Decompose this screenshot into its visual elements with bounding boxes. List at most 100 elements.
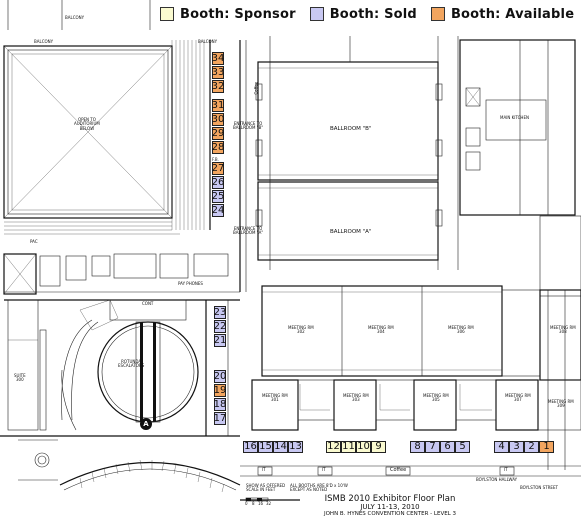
booth-20[interactable]: 20 [214,370,226,383]
booth-29[interactable]: 29 [212,127,224,140]
sponsor-swatch [160,7,174,21]
booth-14[interactable]: 14 [273,441,288,453]
scale-note: SHOW AS OFFERED SCALE IN FEET [246,483,286,493]
booth-32[interactable]: 32 [212,80,224,93]
auditorium-seating-right [171,40,205,230]
coffee-label-bottom: Coffee [390,467,407,473]
booth-number: 21 [213,334,227,346]
booth-10[interactable]: 10 [356,441,371,453]
meeting-room-308-label: MEETING RM 308 [550,325,576,335]
booth-8[interactable]: 8 [410,441,425,453]
booth-6[interactable]: 6 [440,441,455,453]
structure-lines [0,0,581,502]
meeting-room-305-label: MEETING RM 305 [423,393,449,403]
booth-number: 22 [213,320,227,332]
booth-number: 33 [211,66,225,78]
it-label-mid: IT [322,467,326,472]
booth-number: 13 [289,441,302,452]
booth-26[interactable]: 26 [212,176,224,189]
booth-19[interactable]: 19 [214,384,226,397]
booth-28[interactable]: 28 [212,141,224,154]
coffee-label-top: Coffee [253,81,259,95]
booth-number: 25 [211,190,225,202]
meeting-room-301-label: MEETING RM 301 [262,393,288,403]
location-marker-a: A [140,418,152,430]
legend: Booth: Sponsor Booth: Sold Booth: Availa… [160,4,574,24]
ballroom-b-label: BALLROOM "B" [330,126,372,132]
cont-label: CONT [142,301,154,306]
booth-number: 20 [213,370,227,382]
booth-number: 29 [211,127,225,139]
balcony-label-right: BALCONY [198,39,218,44]
booth-30[interactable]: 30 [212,113,224,126]
booth-23[interactable]: 23 [214,306,226,319]
scale-tick-16: 16 [258,501,264,506]
plan-dates: JULY 11-13, 2010 [360,502,420,511]
booth-2[interactable]: 2 [524,441,539,453]
meeting-room-304-label: MEETING RM 304 [368,325,394,335]
booth-21[interactable]: 21 [214,334,226,347]
entrance-b-label: ENTRANCE TO BALLROOM "B" [233,121,264,131]
booth-18[interactable]: 18 [214,398,226,411]
scale-tick-8: 8 [252,501,255,506]
booth-16[interactable]: 16 [243,441,258,453]
boylston-street-label: BOYLSTON STREET [520,485,558,490]
booth-1[interactable]: 1 [539,441,554,453]
booth-5[interactable]: 5 [455,441,470,453]
booth-number: 2 [528,441,535,452]
plan-venue: JOHN B. HYNES CONVENTION CENTER - LEVEL … [323,511,456,518]
meeting-room-309-label: MEETING RM 309 [548,399,574,409]
booth-7[interactable]: 7 [425,441,440,453]
pay-phones-label: PAY PHONES [178,281,203,286]
booth-33[interactable]: 33 [212,66,224,79]
sold-swatch [309,7,324,21]
booth-34[interactable]: 34 [212,52,224,65]
legend-item-available: Booth: Available [430,7,574,22]
booth-number: 31 [211,99,225,111]
booth-17[interactable]: 17 [214,412,226,425]
rotunda-label: ROTUNDA ESCALATORS [118,359,145,369]
booth-number: 18 [213,398,227,410]
booth-13[interactable]: 13 [288,441,303,453]
legend-label-sponsor: Booth: Sponsor [180,6,296,22]
booth-number: 7 [429,441,436,452]
it-label-left: IT [262,467,266,472]
meeting-room-302-label: MEETING RM 302 [288,325,314,335]
booth-24[interactable]: 24 [212,204,224,217]
booth-number: 17 [213,412,227,424]
pac-label: PAC [30,239,38,244]
fb-label: F.B. [212,157,219,162]
booth-number: 27 [211,162,225,174]
booth-27[interactable]: 27 [212,162,224,175]
booth-number: 14 [274,441,287,452]
meeting-room-306-label: MEETING RM 306 [448,325,474,335]
booth-number: 24 [211,204,225,216]
booth-3[interactable]: 3 [509,441,524,453]
booth-number: 30 [211,113,225,125]
booth-number: 12 [327,441,340,452]
plan-title: ISMB 2010 Exhibitor Floor Plan [324,494,456,504]
suite-label: SUITE 300 [14,373,26,383]
booth-22[interactable]: 22 [214,320,226,333]
balcony-label-left: BALCONY [34,39,54,44]
meeting-room-303-label: MEETING RM 303 [343,393,369,403]
booth-9[interactable]: 9 [371,441,386,453]
booth-31[interactable]: 31 [212,99,224,112]
booth-15[interactable]: 15 [258,441,273,453]
booth-number: 4 [498,441,505,452]
available-swatch [430,7,445,21]
booth-4[interactable]: 4 [494,441,509,453]
booth-number: 16 [244,441,257,452]
booth-number: 26 [211,176,225,188]
ballroom-a-label: BALLROOM "A" [330,229,372,235]
curved-hall-ticks [79,459,225,493]
booth-12[interactable]: 12 [326,441,341,453]
booth-number: 5 [459,441,466,452]
booth-25[interactable]: 25 [212,190,224,203]
legend-item-sponsor: Booth: Sponsor [160,7,296,22]
booth-11[interactable]: 11 [341,441,356,453]
booth-number: 19 [213,384,227,396]
entrance-a-label: ENTRANCE TO BALLROOM "A" [233,226,264,236]
main-kitchen-label: MAIN KITCHEN [500,115,529,120]
